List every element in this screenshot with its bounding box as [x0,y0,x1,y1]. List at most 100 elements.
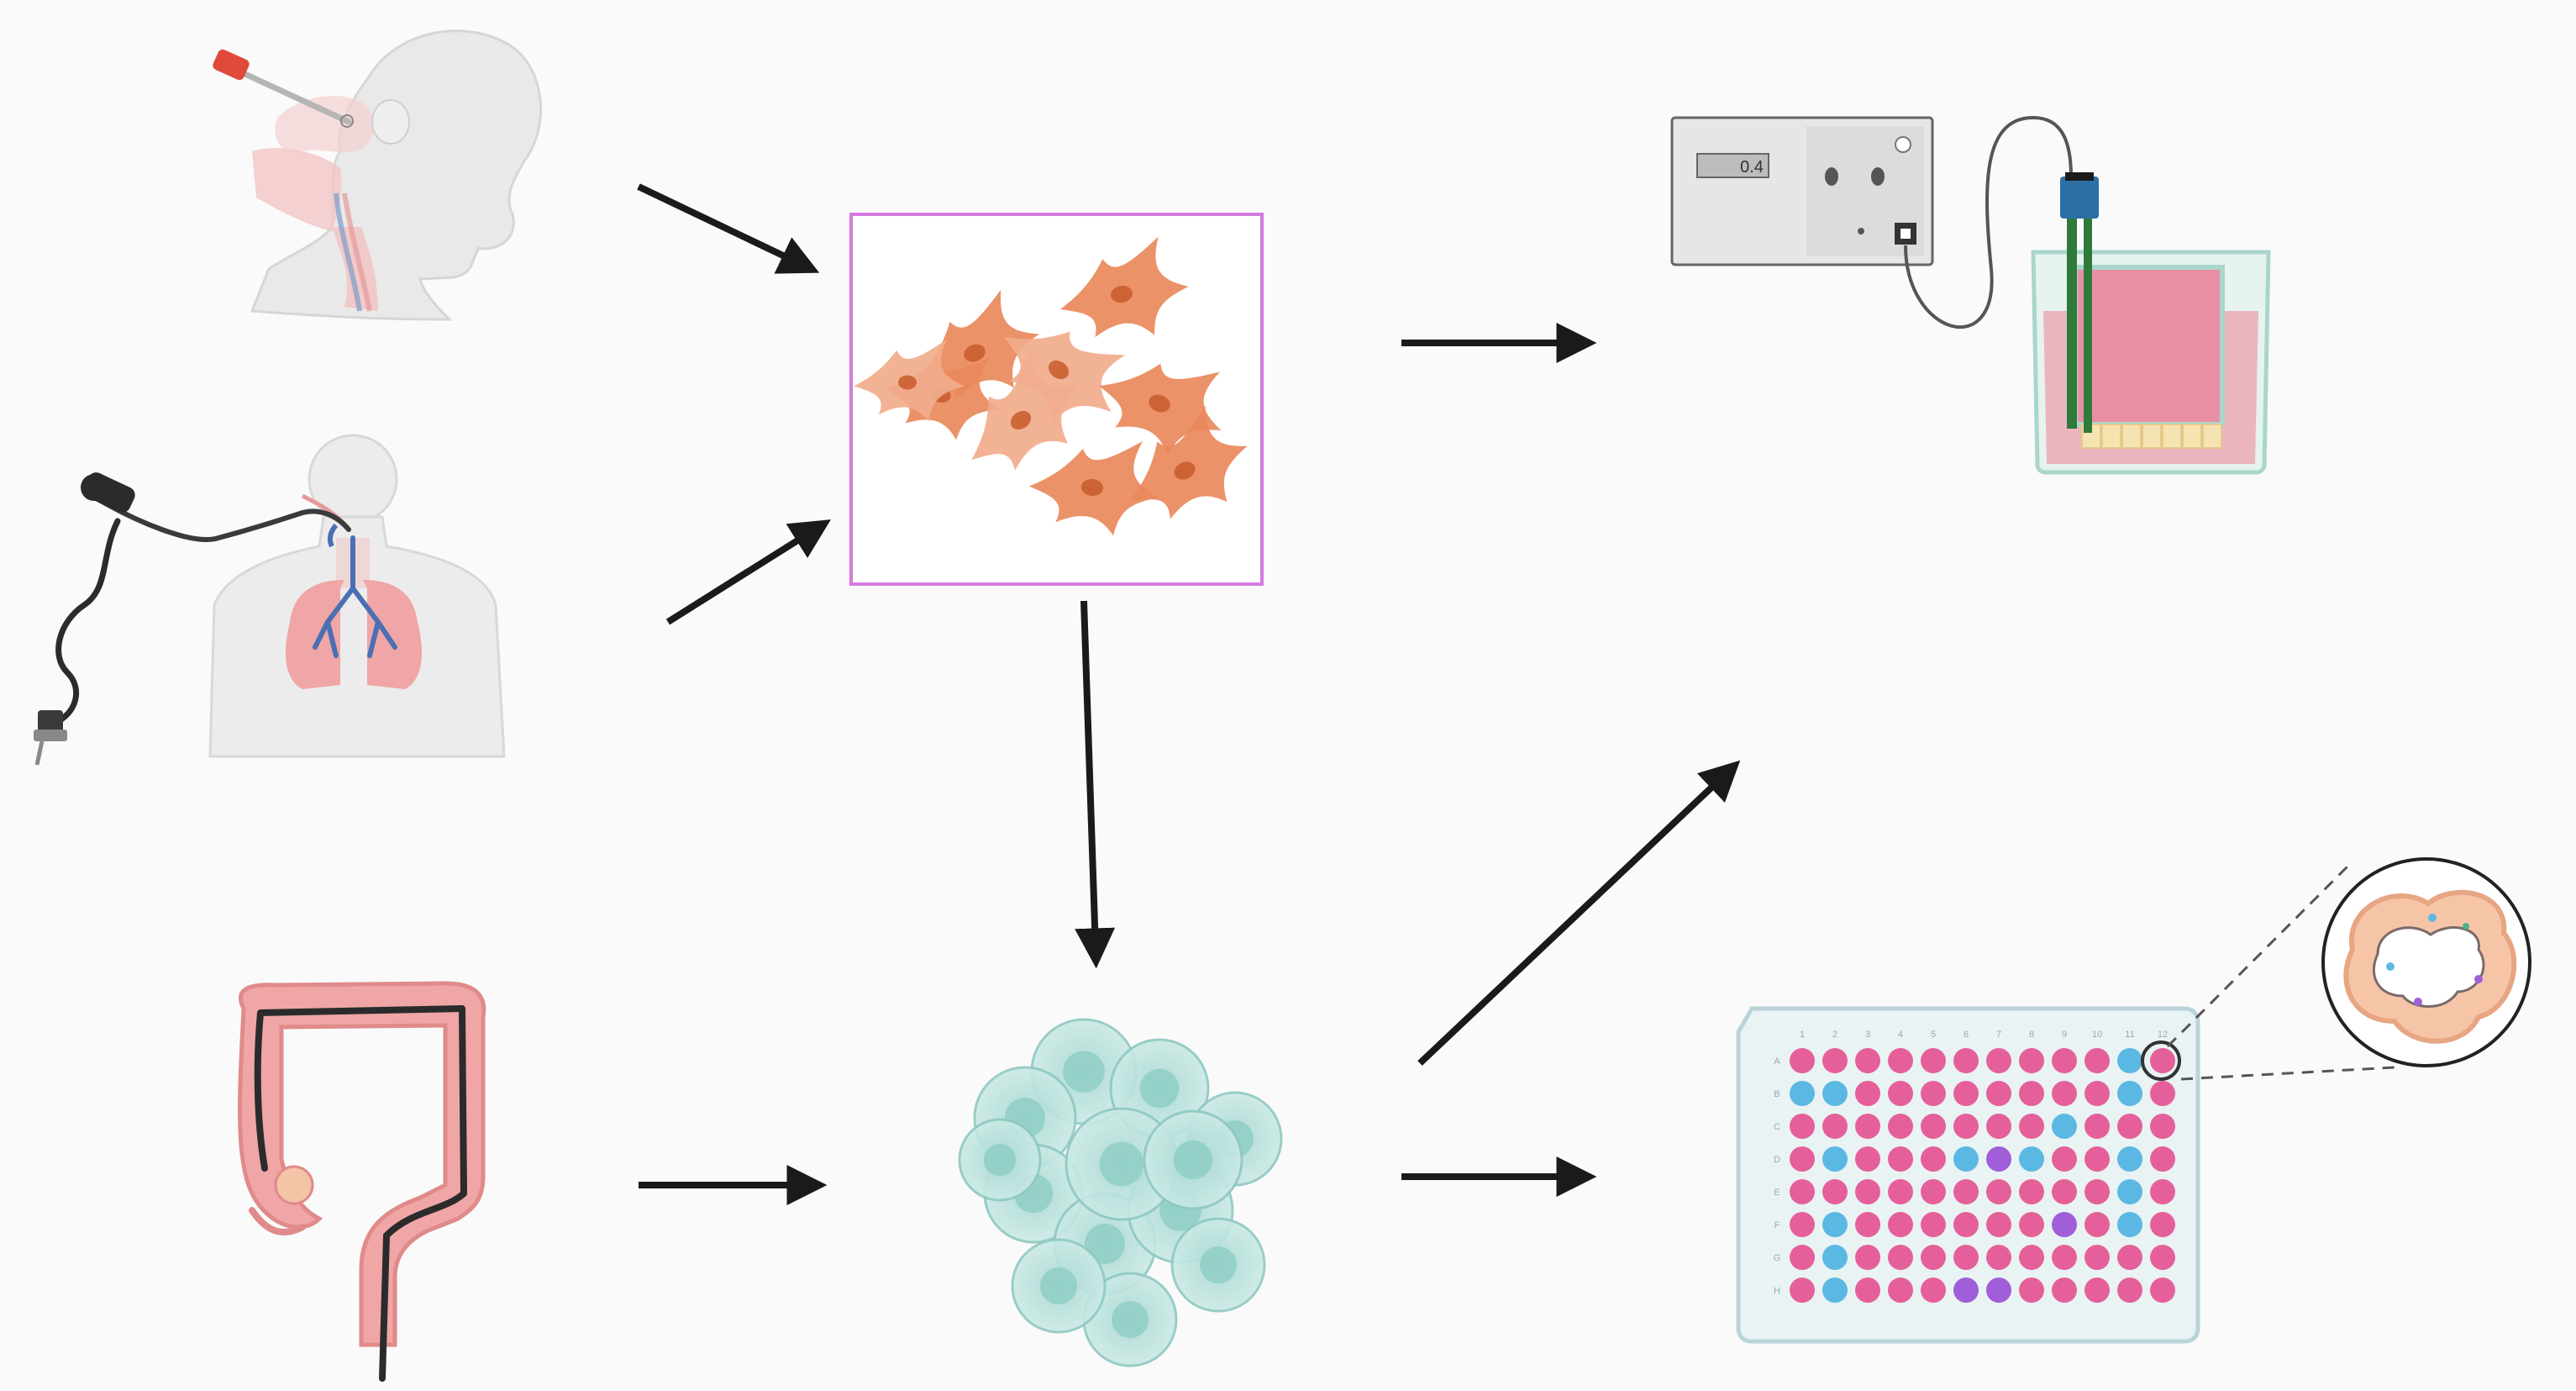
plate-well [1822,1278,1848,1303]
cell [1060,236,1189,338]
plate-column-label: 4 [1898,1030,1903,1040]
cell [1004,331,1126,423]
cell [1129,405,1248,519]
plate-well [2084,1146,2110,1172]
plate-well [1953,1048,1979,1073]
nasal-swab-head-icon [213,29,542,321]
plate-column-label: 6 [1964,1030,1969,1040]
plate-well [2019,1081,2044,1106]
plate-well [1790,1048,1815,1073]
bronchoscopy-lungs-icon [34,434,506,766]
plate-well [2117,1114,2142,1139]
organoid-cell [1143,1109,1243,1210]
cell [971,352,1079,471]
plate-well [2117,1179,2142,1204]
plate-well [2084,1278,2110,1303]
plate-well [1986,1146,2011,1172]
transwell-insert-icon [2031,172,2271,475]
plate-well [1986,1081,2011,1106]
plate-well [2052,1114,2077,1139]
plate-well [1921,1278,1946,1303]
plate-column-label: 2 [1832,1030,1837,1040]
plate-well [1855,1278,1880,1303]
plate-well [2084,1048,2110,1073]
plate-well [1888,1245,1913,1270]
plate-well [1822,1179,1848,1204]
plate-well [2052,1245,2077,1270]
plate-column-label: 11 [2125,1030,2134,1040]
plate-well [2117,1212,2142,1237]
plate-well [2019,1114,2044,1139]
plate-well [2019,1146,2044,1172]
plate-well [1790,1114,1815,1139]
plate-well [1790,1081,1815,1106]
plate-well [1888,1146,1913,1172]
plate-well [1855,1245,1880,1270]
organoid-cell [958,1118,1042,1202]
plate-row-label: E [1774,1188,1780,1198]
plate-well [2052,1146,2077,1172]
plate-well [1953,1245,1979,1270]
plate-well [1888,1212,1913,1237]
plate-column-label: 5 [1931,1030,1936,1040]
plate-well [1888,1114,1913,1139]
plate-well [2084,1245,2110,1270]
plate-well [1855,1212,1880,1237]
organoid-cell [1170,1217,1266,1313]
plate-well [1822,1245,1848,1270]
plate-well [1921,1146,1946,1172]
plate-column-label: 9 [2062,1030,2067,1040]
plate-well [2019,1245,2044,1270]
plate-row-label: G [1774,1253,1781,1263]
plate-well [1790,1278,1815,1303]
plate-well [1986,1245,2011,1270]
plate-well [2084,1114,2110,1139]
plate-well [2052,1278,2077,1303]
plate-column-label: 1 [1800,1030,1805,1040]
plate-well [1953,1278,1979,1303]
plate-well [2019,1278,2044,1303]
plate-well [2052,1212,2077,1237]
organoid-cluster-icon [958,1018,1283,1367]
plate-well [2084,1081,2110,1106]
plate-well [1822,1114,1848,1139]
plate-well [2117,1146,2142,1172]
plate-well [1953,1114,1979,1139]
plate-well [2052,1179,2077,1204]
plate-well [1888,1081,1913,1106]
plate-well [1790,1146,1815,1172]
arrow-bronchoscopy-to-culture [665,519,831,625]
plate-well [1953,1179,1979,1204]
plate-well [1921,1179,1946,1204]
plate-well [1921,1048,1946,1073]
organoid-lumen-magnified-icon [2166,857,2531,1081]
plate-row-label: A [1774,1056,1780,1067]
plate-well [2150,1081,2175,1106]
cell [854,340,965,422]
plate-well [2084,1179,2110,1204]
plate-well [1822,1081,1848,1106]
plate-well [1790,1179,1815,1204]
plate-column-label: 12 [2158,1030,2168,1040]
plate-column-label: 10 [2092,1030,2102,1040]
arrow-culture-to-organoid [1075,600,1116,969]
plate-well [1986,1179,2011,1204]
plate-column-label: 3 [1865,1030,1870,1040]
plate-well [2019,1048,2044,1073]
plate-well [2117,1245,2142,1270]
plate-well [1822,1212,1848,1237]
plate-well [2117,1048,2142,1073]
plate-well [1921,1081,1946,1106]
plate-well [2117,1278,2142,1303]
plate-well [1790,1245,1815,1270]
organoid-cell [1011,1238,1107,1334]
plate-well [1888,1179,1913,1204]
plate-well [1855,1114,1880,1139]
plate-well [2019,1179,2044,1204]
arrows [637,183,1741,1205]
plate-well [1986,1278,2011,1303]
plate-row-label: H [1774,1286,1780,1296]
plate-well [2150,1048,2175,1073]
plate-well [2052,1081,2077,1106]
